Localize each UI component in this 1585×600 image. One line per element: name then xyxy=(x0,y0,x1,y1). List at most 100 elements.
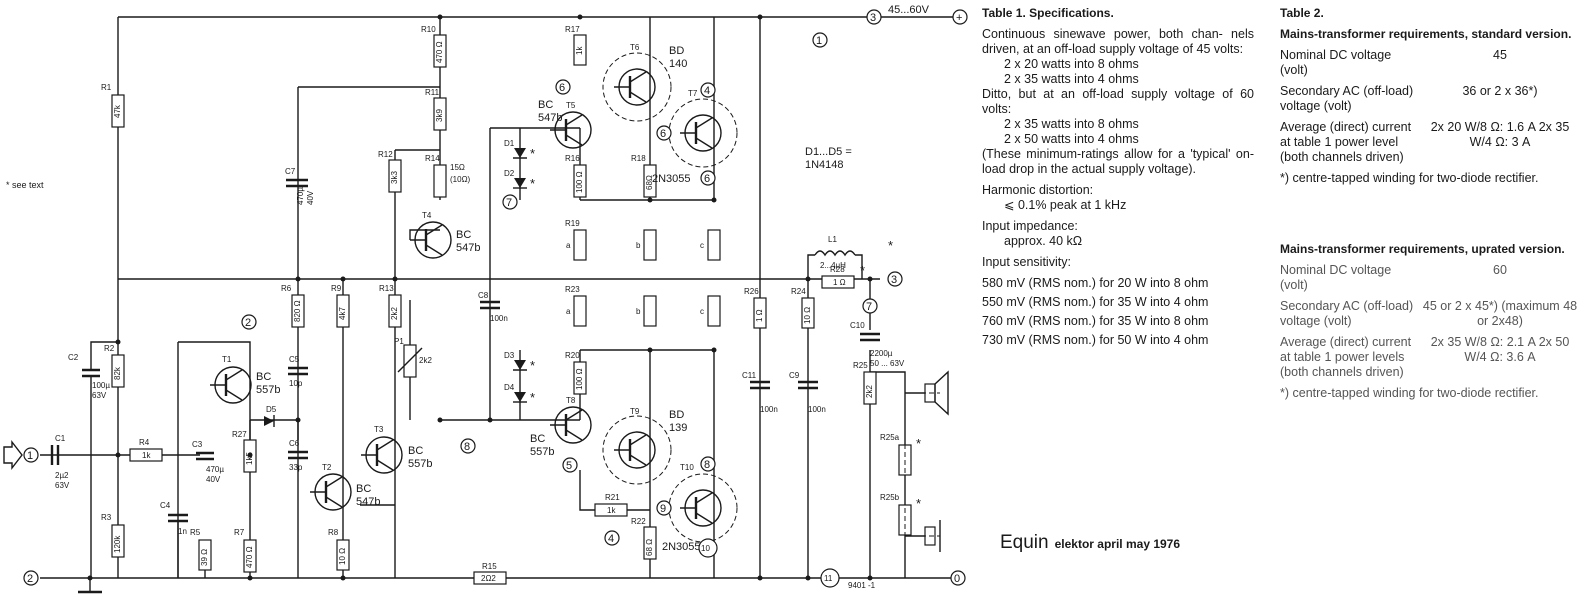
svg-text:100µ: 100µ xyxy=(92,381,110,390)
svg-text:1k: 1k xyxy=(607,506,616,515)
svg-text:*: * xyxy=(530,176,535,191)
svg-text:R23: R23 xyxy=(565,285,580,294)
svg-text:T1: T1 xyxy=(222,355,232,364)
svg-text:R3: R3 xyxy=(101,513,112,522)
table2-std-row: Nominal DC voltage (volt)45 xyxy=(1280,48,1507,77)
svg-text:9: 9 xyxy=(660,503,666,515)
svg-text:R8: R8 xyxy=(328,528,339,537)
svg-text:T8: T8 xyxy=(566,396,576,405)
svg-text:R22: R22 xyxy=(631,517,646,526)
svg-text:L1: L1 xyxy=(828,235,837,244)
svg-text:100n: 100n xyxy=(490,314,508,323)
svg-text:D3: D3 xyxy=(504,351,515,360)
svg-text:3: 3 xyxy=(891,274,897,286)
svg-text:2: 2 xyxy=(245,317,251,329)
inductor-l1: L1 2...4µH xyxy=(807,235,863,279)
svg-text:T4: T4 xyxy=(422,211,432,220)
table2-title: Table 2. xyxy=(1280,6,1324,20)
table1-imp-value: approx. 40 kΩ xyxy=(1004,234,1083,248)
table2-upr-footnote: *) centre-tapped winding for two-diode r… xyxy=(1280,386,1539,400)
svg-text:C8: C8 xyxy=(478,291,489,300)
svg-text:R7: R7 xyxy=(234,528,245,537)
svg-text:*: * xyxy=(916,496,921,511)
svg-text:2k2: 2k2 xyxy=(865,385,874,398)
table1-sens-row: 580 mV (RMS nom.) for 20 W into 8 ohm xyxy=(982,276,1209,290)
svg-text:3k3: 3k3 xyxy=(390,171,399,184)
svg-text:1k5: 1k5 xyxy=(245,452,254,465)
svg-text:470µ: 470µ xyxy=(206,465,224,474)
svg-text:R26: R26 xyxy=(744,287,759,296)
svg-text:50 ... 63V: 50 ... 63V xyxy=(870,359,905,368)
resistor-r25b: R25b xyxy=(880,493,912,536)
svg-text:P1: P1 xyxy=(394,337,404,346)
svg-text:39 Ω: 39 Ω xyxy=(200,549,209,566)
svg-text:2200µ: 2200µ xyxy=(870,349,893,358)
table1-hd-value: ⩽ 0.1% peak at 1 kHz xyxy=(1004,198,1127,212)
loudspeaker-icon xyxy=(905,370,949,416)
svg-text:R10: R10 xyxy=(421,25,436,34)
svg-text:100n: 100n xyxy=(808,405,826,414)
table1-power-60-8: 2 x 35 watts into 8 ohms xyxy=(1004,117,1139,131)
svg-text:C9: C9 xyxy=(789,371,800,380)
diode-note: D1...D5 = xyxy=(805,146,852,158)
svg-text:c: c xyxy=(700,241,704,250)
svg-text:11: 11 xyxy=(824,574,833,583)
svg-text:547b: 547b xyxy=(456,242,480,254)
svg-text:2N3055: 2N3055 xyxy=(652,173,691,185)
resistor-r27: R27 1k5 xyxy=(232,430,257,473)
svg-text:C3: C3 xyxy=(192,440,203,449)
table2-std-row: Secondary AC (off-load) voltage (volt)36… xyxy=(1280,84,1538,113)
table2-uprated-heading: Mains-transformer requirements, uprated … xyxy=(1280,242,1565,256)
table2-upr-row: Average (direct) current at table 1 powe… xyxy=(1280,335,1570,379)
svg-text:547b: 547b xyxy=(538,112,562,124)
svg-text:b: b xyxy=(636,241,641,250)
svg-text:D2: D2 xyxy=(504,169,515,178)
svg-text:1n: 1n xyxy=(178,527,187,536)
svg-text:R14: R14 xyxy=(425,154,440,163)
diode-d4: D4* xyxy=(504,383,535,405)
svg-text:T7: T7 xyxy=(688,89,698,98)
svg-text:68Ω: 68Ω xyxy=(645,175,654,190)
svg-text:(10Ω): (10Ω) xyxy=(450,175,471,184)
transistor-t7: T7 2N3055 xyxy=(652,89,738,185)
svg-text:2: 2 xyxy=(27,573,33,585)
svg-text:a: a xyxy=(566,241,571,250)
diode-d3: D3* xyxy=(504,350,535,420)
svg-text:*: * xyxy=(860,263,865,278)
reference-code: 9401 -1 xyxy=(848,581,876,590)
table2-std-row: Average (direct) current at table 1 powe… xyxy=(1280,120,1570,164)
svg-text:R25a: R25a xyxy=(880,433,900,442)
table1-ditto: Ditto, but at an off-load supply voltage… xyxy=(982,87,1254,116)
credit-title: Equin xyxy=(1000,532,1049,553)
svg-text:100 Ω: 100 Ω xyxy=(575,171,584,193)
svg-text:R15: R15 xyxy=(482,562,497,571)
table1-hd-label: Harmonic distortion: xyxy=(982,183,1094,197)
svg-text:82k: 82k xyxy=(113,366,122,380)
svg-text:R27: R27 xyxy=(232,430,247,439)
diode-d2: D2 * xyxy=(504,169,535,191)
svg-text:R4: R4 xyxy=(139,438,150,447)
